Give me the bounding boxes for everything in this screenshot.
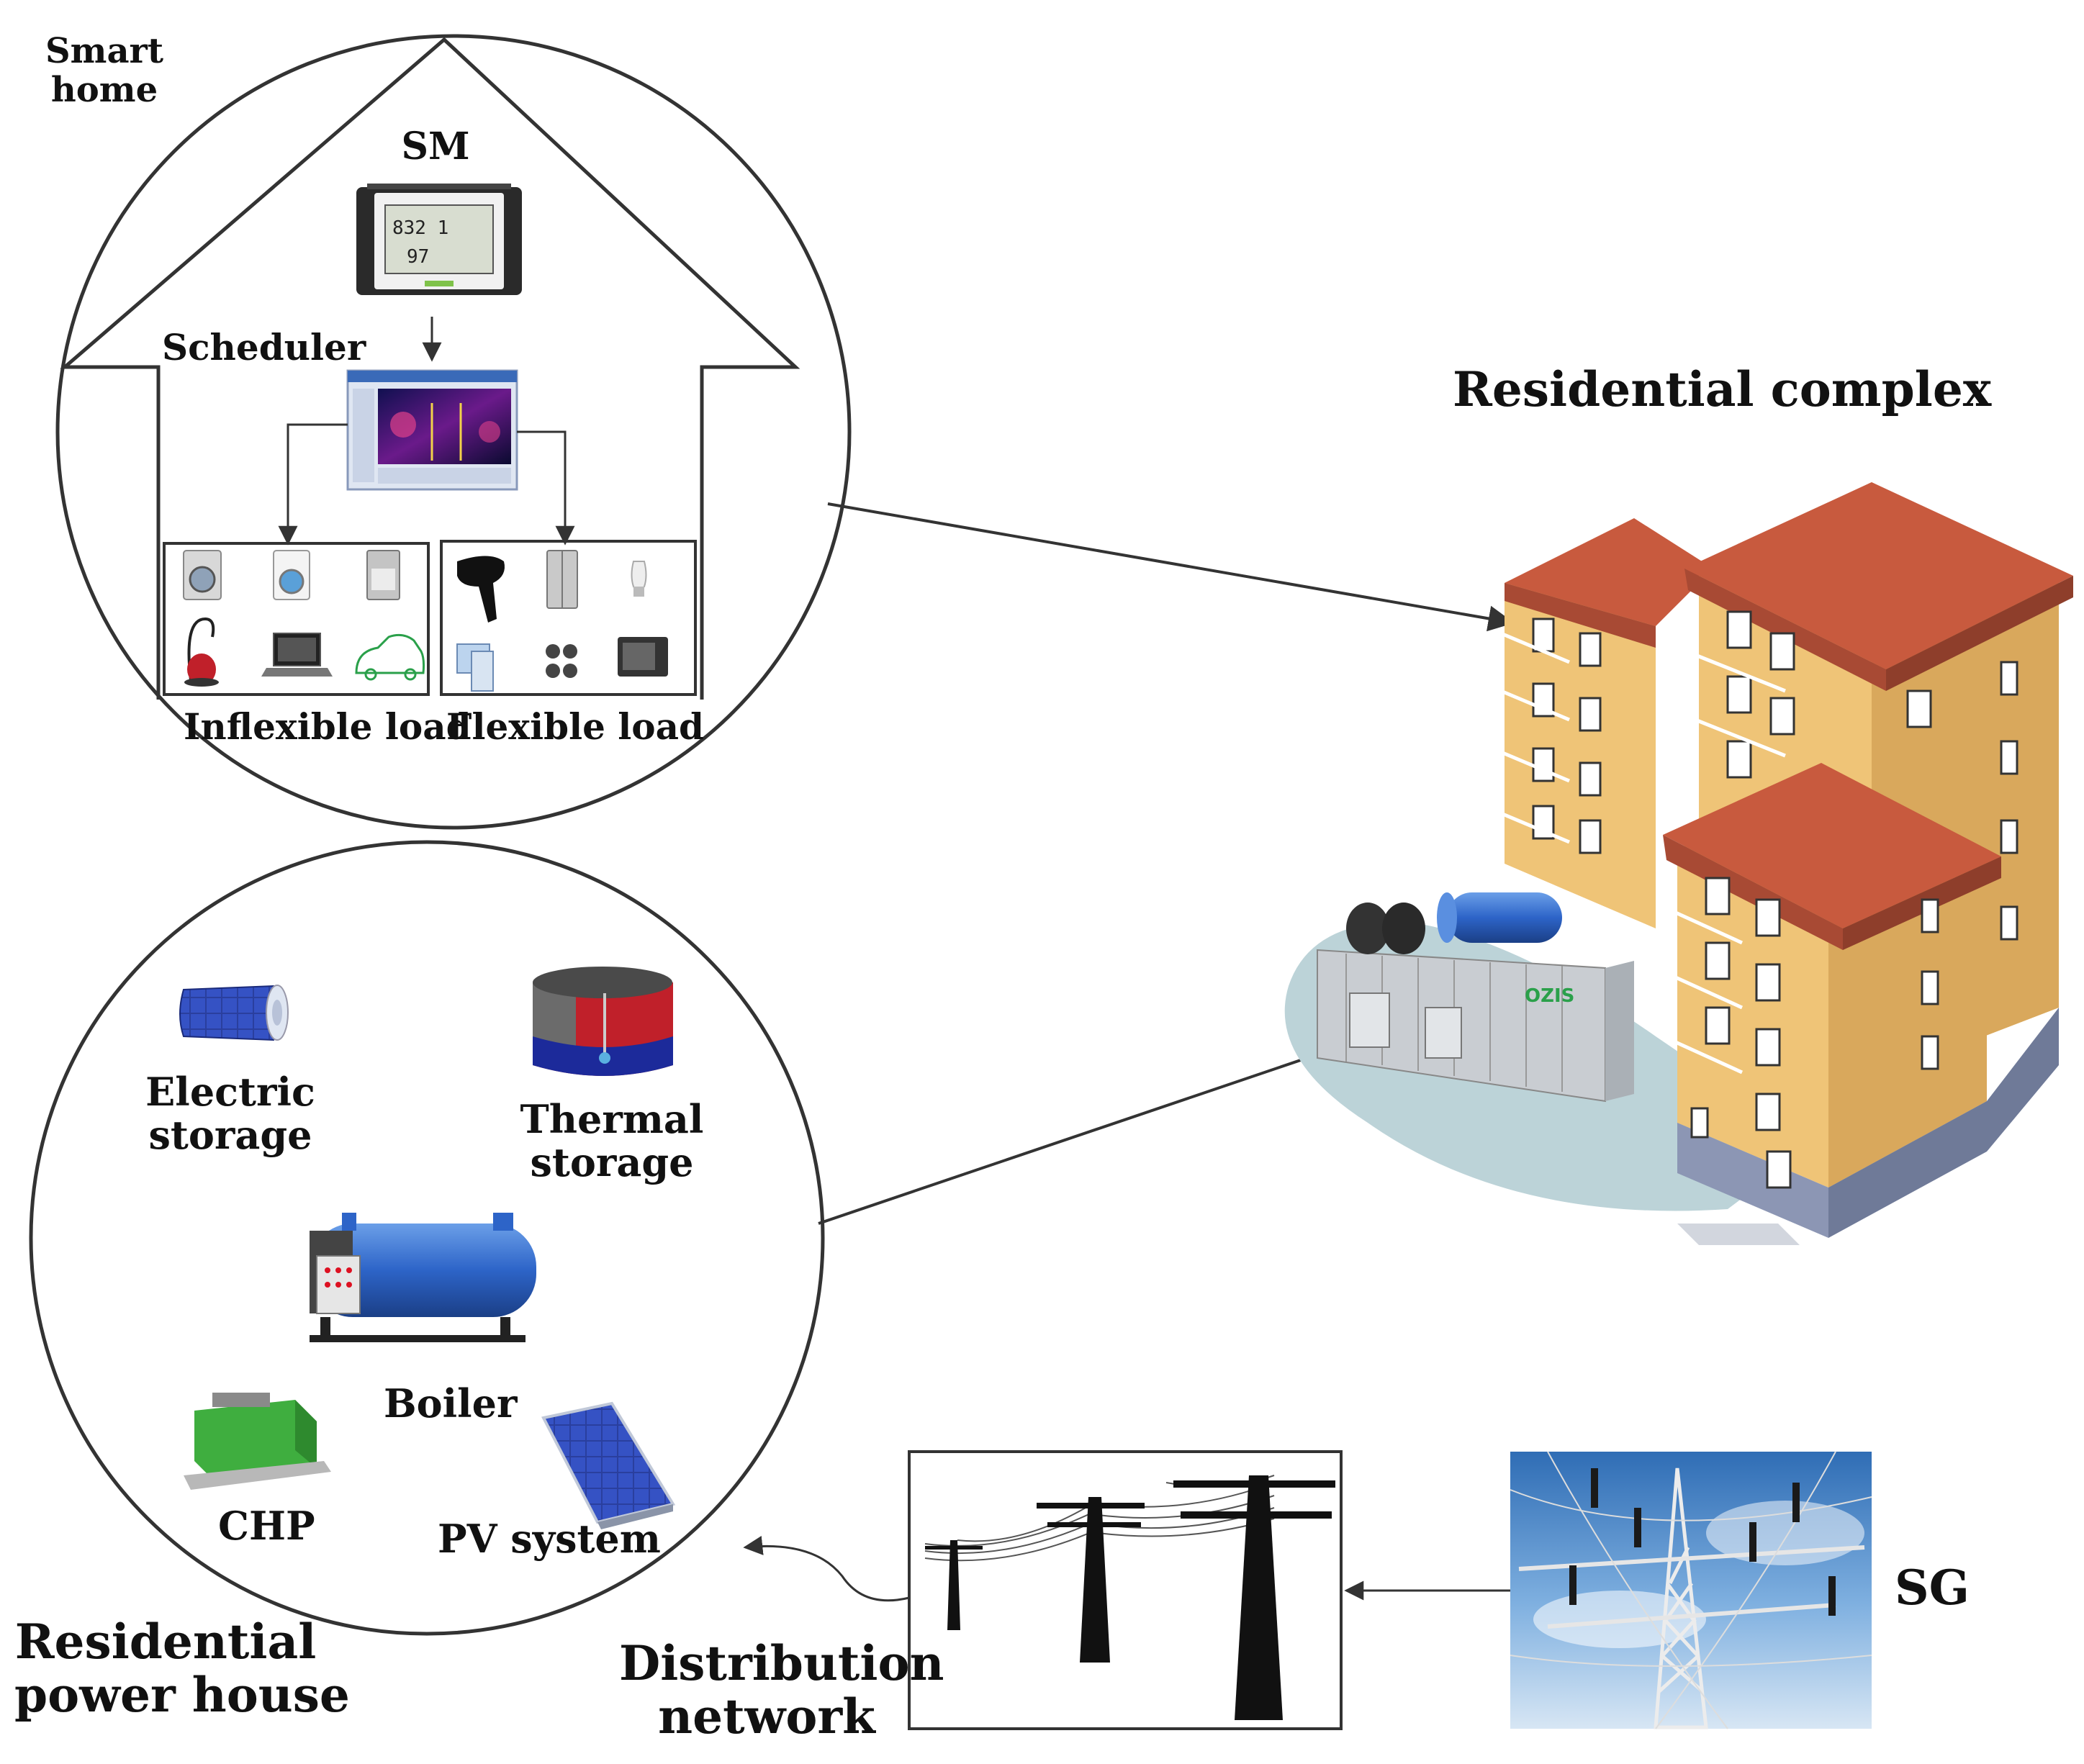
power-house-group — [29, 840, 825, 1636]
residential-building-illustration: OZIS — [1284, 482, 2073, 1245]
house-outline — [60, 37, 800, 700]
smart-home-title: Smart home — [32, 32, 176, 110]
electric-storage-line1: Electric — [145, 1069, 315, 1115]
hair-dryer-icon — [457, 556, 505, 623]
scheduler-to-flexible-arrow — [517, 430, 575, 546]
smart-home-circle — [55, 34, 852, 830]
boiler-label: Boiler — [384, 1380, 518, 1426]
thermal-storage-line1: Thermal — [520, 1096, 704, 1142]
oven-icon — [618, 637, 668, 677]
pv-panel-icon — [541, 1401, 676, 1529]
power-pole-small — [925, 1540, 983, 1630]
inflexible-load-label: Inflexible load — [184, 705, 472, 748]
generator-brand-text: OZIS — [1525, 985, 1574, 1007]
laptop-icon — [261, 633, 333, 677]
thermal-storage-label: Thermal storage — [504, 1098, 720, 1185]
smart-home-group: 832 1 97 — [55, 34, 852, 830]
distribution-network-title-line2: network — [658, 1688, 875, 1745]
smart-grid-label: SG — [1895, 1560, 1970, 1616]
chp-unit-icon — [184, 1393, 331, 1490]
air-conditioner-icon — [546, 644, 577, 678]
electric-storage-label: Electric storage — [130, 1070, 331, 1157]
boiler-icon — [310, 1213, 536, 1342]
smart-home-title-line1: Smart — [45, 31, 163, 71]
thermal-storage-icon — [533, 967, 673, 1076]
power-pole-medium — [1037, 1497, 1145, 1663]
meter-reading-2: 97 — [407, 246, 429, 268]
ozis-generator-icon: OZIS — [1317, 892, 1634, 1103]
distribution-network-group — [743, 1450, 1510, 1730]
distribution-network-title: Distribution network — [619, 1635, 944, 1745]
power-house-title: Residential power house — [14, 1614, 350, 1723]
scheduler-label: Scheduler — [162, 326, 366, 368]
distribution-to-power-house-arrow — [743, 1536, 910, 1602]
residential-complex-title: Residential complex — [1453, 361, 1992, 417]
flexible-load-box — [440, 540, 697, 696]
power-house-circle — [29, 840, 825, 1636]
power-pole-large — [1173, 1475, 1335, 1720]
scheduler-screen-icon — [346, 369, 518, 491]
distribution-network-title-line1: Distribution — [619, 1635, 944, 1691]
sm-label: SM — [401, 125, 470, 168]
smart-home-to-building-line — [827, 502, 1515, 632]
inflexible-load-box — [163, 542, 430, 696]
electric-storage-line2: storage — [148, 1112, 312, 1159]
electric-storage-icon — [179, 985, 289, 1041]
smart-meter-icon: 832 1 97 — [356, 184, 522, 295]
refrigerator-icon — [546, 550, 578, 609]
vacuum-cleaner-icon — [184, 617, 219, 687]
computer-icon — [456, 643, 494, 692]
washing-machine-icon — [183, 550, 222, 600]
thermal-storage-line2: storage — [530, 1139, 694, 1186]
dishwasher-icon — [366, 550, 400, 600]
power-house-title-line1: Residential — [14, 1614, 317, 1670]
smart-home-title-line2: home — [50, 69, 158, 110]
power-house-to-building-line — [818, 1046, 1340, 1225]
meter-reading-1: 832 1 — [392, 217, 448, 239]
flexible-load-label: Flexible load — [446, 705, 704, 748]
light-bulb-icon — [631, 561, 647, 597]
scheduler-to-inflexible-arrow — [278, 423, 348, 546]
pv-system-label: PV system — [438, 1516, 661, 1562]
smart-grid-photo — [1510, 1451, 1872, 1729]
power-house-title-line2: power house — [14, 1666, 350, 1723]
electric-car-icon — [355, 633, 425, 681]
chp-label: CHP — [218, 1503, 315, 1549]
front-loader-washer-icon — [273, 550, 310, 600]
